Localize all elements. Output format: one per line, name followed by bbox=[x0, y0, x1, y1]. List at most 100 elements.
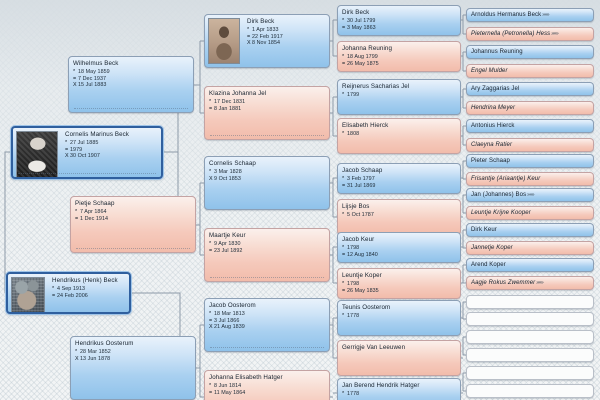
person-name-row: Ary Zaggarias Jel bbox=[471, 85, 589, 94]
card-text: Lijsje Bos *5 Oct 1787 bbox=[338, 200, 460, 221]
person-card-engel-mulder[interactable]: Engel Mulder bbox=[466, 64, 594, 78]
person-card-leuntje-koper[interactable]: Leuntje Koper *1798 =26 May 1835 bbox=[337, 268, 461, 299]
person-name: Maartje Keur bbox=[209, 232, 246, 239]
person-card-empty-3[interactable] bbox=[466, 330, 594, 344]
birth-symbol-icon: * bbox=[342, 245, 345, 251]
person-card-jacob-oosterom[interactable]: Jacob Oosterom *18 Mar 1813 =3 Jul 1866 … bbox=[204, 298, 330, 352]
more-ancestors-icon[interactable] bbox=[513, 245, 514, 251]
card-divider bbox=[18, 173, 156, 174]
person-name: Leuntje Koper bbox=[342, 272, 382, 279]
person-card-pieternella-petronella-hess[interactable]: Pieternella (Petronella) Hess»»» bbox=[466, 27, 594, 41]
person-name: Jan (Johannes) Bos bbox=[471, 192, 527, 198]
person-card-cornelis-schaap[interactable]: Cornelis Schaap *3 Mar 1828 X9 Oct 1853 bbox=[204, 156, 330, 210]
person-card-pieter-schaap[interactable]: Pieter Schaap bbox=[466, 154, 594, 168]
event-marriage: X21 Aug 1839 bbox=[209, 324, 325, 331]
person-card-empty-6[interactable] bbox=[466, 384, 594, 398]
more-ancestors-icon[interactable] bbox=[506, 262, 507, 268]
more-ancestors-icon[interactable] bbox=[512, 142, 513, 148]
person-card-hendrikus-oosterum[interactable]: Hendrikus Oosterum *28 Mar 1852 X13 Jun … bbox=[70, 336, 196, 400]
more-ancestors-icon[interactable] bbox=[531, 210, 532, 216]
card-text: Hendrina Meyer bbox=[467, 102, 593, 114]
person-card-jan-berend-hendrik-hatger[interactable]: Jan Berend Hendrik Hatger *1778 bbox=[337, 378, 461, 400]
more-ancestors-icon[interactable]: »»» bbox=[527, 192, 535, 198]
more-ancestors-icon[interactable] bbox=[523, 49, 524, 55]
more-ancestors-icon[interactable] bbox=[497, 227, 498, 233]
person-card-leuntje-krijne-kooper[interactable]: Leuntje Krijne Kooper bbox=[466, 206, 594, 220]
card-inner: Cornelis Schaap *3 Mar 1828 X9 Oct 1853 bbox=[205, 157, 329, 209]
event-date: 18 Aug 1799 bbox=[347, 54, 378, 60]
person-card-empty-4[interactable] bbox=[466, 348, 594, 362]
card-text: Elisabeth Hierck *1808 bbox=[338, 119, 460, 140]
person-card-cornelis-marinus-beck[interactable]: Cornelis Marinus Beck *27 Jul 1885 =1979… bbox=[11, 126, 163, 179]
person-card-klazina-johanna-jel[interactable]: Klazina Johanna Jel *17 Dec 1831 =8 Jan … bbox=[204, 86, 330, 140]
person-card-gerrigje-van-leeuwen[interactable]: Gerrigje Van Leeuwen bbox=[337, 340, 461, 376]
person-card-claeyna-ratier[interactable]: Claeyna Ratier bbox=[466, 138, 594, 152]
person-card-empty-5[interactable] bbox=[466, 366, 594, 380]
person-card-johanna-elisabeth-hatger[interactable]: Johanna Elisabeth Hatger *8 Jun 1814 =11… bbox=[204, 370, 330, 400]
person-card-teunis-oosterom[interactable]: Teunis Oosterom *1778 bbox=[337, 300, 461, 336]
person-card-arnoldus-hermanus-beck[interactable]: Arnoldus Hermanus Beck»»» bbox=[466, 8, 594, 22]
person-card-empty-1[interactable] bbox=[466, 295, 594, 309]
person-card-johannus-reuning[interactable]: Johannus Reuning bbox=[466, 45, 594, 59]
event-date: 22 Feb 1917 bbox=[252, 33, 283, 40]
person-card-arend-koper[interactable]: Arend Koper bbox=[466, 258, 594, 272]
person-card-lijsje-bos[interactable]: Lijsje Bos *5 Oct 1787 bbox=[337, 199, 461, 235]
more-ancestors-icon[interactable] bbox=[515, 123, 516, 129]
person-card-dirk-beck-g3[interactable]: Dirk Beck *1 Apr 1833 =22 Feb 1917 X8 No… bbox=[204, 14, 330, 68]
death-symbol-icon: = bbox=[209, 389, 213, 396]
birth-symbol-icon: * bbox=[342, 212, 345, 218]
person-card-jannetje-koper[interactable]: Jannetje Koper bbox=[466, 241, 594, 255]
more-ancestors-icon[interactable]: »»» bbox=[542, 12, 550, 18]
more-ancestors-icon[interactable] bbox=[540, 176, 541, 182]
person-name-row: Johannus Reuning bbox=[471, 48, 589, 57]
event-date: 1 Dec 1914 bbox=[80, 215, 109, 222]
person-card-ary-zaggarias-jel[interactable]: Ary Zaggarias Jel bbox=[466, 82, 594, 96]
person-card-elisabeth-hierck[interactable]: Elisabeth Hierck *1808 bbox=[337, 118, 461, 154]
portrait-photo[interactable] bbox=[16, 131, 58, 177]
event-date: 1778 bbox=[347, 391, 360, 397]
person-card-jan-johannes-bos[interactable]: Jan (Johannes) Bos»»» bbox=[466, 188, 594, 202]
card-text: Jacob Oosterom *18 Mar 1813 =3 Jul 1866 … bbox=[205, 299, 329, 333]
person-card-jacob-keur[interactable]: Jacob Keur *1798 =12 Aug 1840 bbox=[337, 232, 461, 263]
person-card-antonius-hierck[interactable]: Antonius Hierck bbox=[466, 119, 594, 133]
person-card-johanna-reuning[interactable]: Johanna Reuning *18 Aug 1799 =26 May 187… bbox=[337, 41, 461, 72]
more-ancestors-icon[interactable] bbox=[515, 105, 516, 111]
portrait-photo[interactable] bbox=[208, 18, 240, 64]
person-card-pietje-schaap[interactable]: Pietje Schaap *7 Apr 1864 =1 Dec 1914 bbox=[70, 196, 196, 253]
card-text bbox=[467, 349, 593, 353]
person-card-aagje-rokus-zwemmer[interactable]: Aagje Rokus Zwemmer»»» bbox=[466, 276, 594, 290]
death-symbol-icon: = bbox=[73, 75, 77, 82]
card-text bbox=[467, 385, 593, 389]
birth-symbol-icon: * bbox=[342, 131, 345, 137]
person-name: Cornelis Marinus Beck bbox=[65, 131, 129, 138]
card-inner: Gerrigje Van Leeuwen bbox=[338, 341, 460, 375]
event-date: 26 May 1875 bbox=[347, 60, 379, 67]
event-date: 12 Aug 1840 bbox=[347, 251, 378, 258]
person-card-wilhelmus-beck[interactable]: Wilhelmus Beck *18 May 1859 =7 Dec 1937 … bbox=[68, 56, 194, 113]
person-card-dirk-keur[interactable]: Dirk Keur bbox=[466, 223, 594, 237]
person-card-dirk-beck-g4[interactable]: Dirk Beck *30 Jul 1799 =3 May 1863 bbox=[337, 5, 461, 36]
more-ancestors-icon[interactable] bbox=[508, 68, 509, 74]
person-card-reijnerus-sacharias-jel[interactable]: Reijnerus Sacharias Jel *1799 bbox=[337, 79, 461, 115]
more-ancestors-icon[interactable]: »»» bbox=[551, 31, 559, 37]
card-inner: Wilhelmus Beck *18 May 1859 =7 Dec 1937 … bbox=[69, 57, 193, 112]
person-card-hendrikus-henk-beck[interactable]: Hendrikus (Henk) Beck *4 Sep 1913 =24 Fe… bbox=[6, 272, 131, 314]
card-inner: Jan Berend Hendrik Hatger *1778 bbox=[338, 379, 460, 400]
card-text: Johanna Elisabeth Hatger *8 Jun 1814 =11… bbox=[205, 371, 329, 398]
person-card-hendrina-meyer[interactable]: Hendrina Meyer bbox=[466, 101, 594, 115]
person-card-empty-2[interactable] bbox=[466, 312, 594, 326]
person-events: *9 Apr 1830 =23 Jul 1892 bbox=[209, 241, 325, 254]
card-text: Jan (Johannes) Bos»»» bbox=[467, 189, 593, 201]
person-name: Dirk Beck bbox=[247, 18, 275, 25]
person-card-jacob-schaap[interactable]: Jacob Schaap *3 Feb 1797 =31 Jul 1869 bbox=[337, 163, 461, 194]
card-inner: Dirk Beck *30 Jul 1799 =3 May 1863 bbox=[338, 6, 460, 35]
more-ancestors-icon[interactable]: »»» bbox=[536, 280, 544, 286]
portrait-photo[interactable] bbox=[11, 277, 45, 312]
more-ancestors-icon[interactable] bbox=[510, 158, 511, 164]
event-death: =31 Jul 1869 bbox=[342, 183, 456, 190]
person-card-maartje-keur[interactable]: Maartje Keur *9 Apr 1830 =23 Jul 1892 bbox=[204, 228, 330, 282]
person-card-frisantje-ariaantje-keur[interactable]: Frisantje (Ariaantje) Keur bbox=[466, 172, 594, 186]
birth-symbol-icon: * bbox=[75, 209, 78, 215]
more-ancestors-icon[interactable] bbox=[519, 86, 520, 92]
